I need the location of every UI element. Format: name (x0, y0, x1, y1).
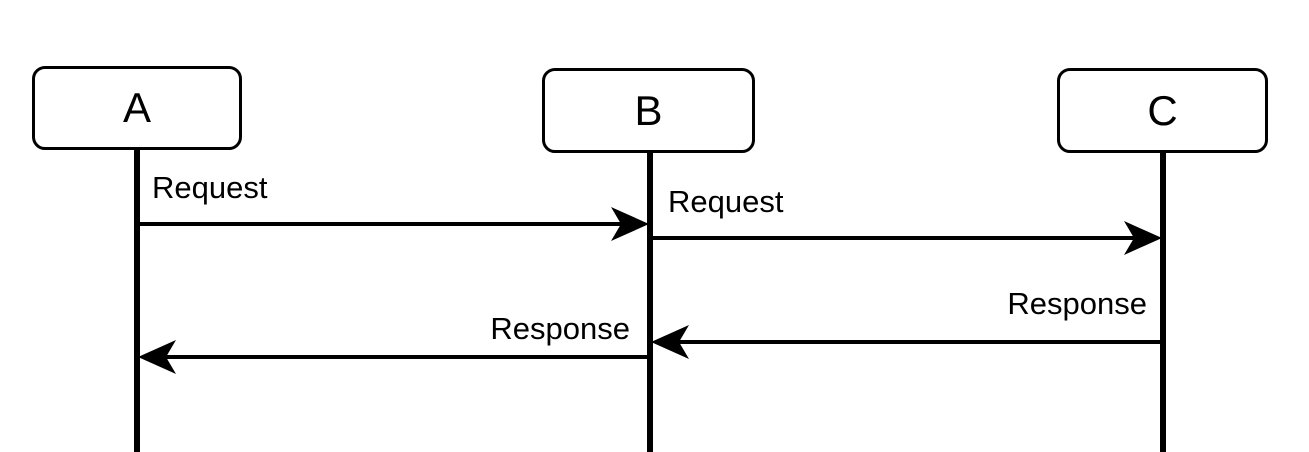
message-label-response-c-b: Response (1007, 286, 1147, 321)
lifeline-actor-b (647, 152, 653, 452)
arrowhead-right-request-a-b (611, 207, 649, 241)
arrowhead-left-response-c-b (651, 325, 689, 359)
actor-box-c: C (1057, 68, 1268, 153)
message-label-response-b-a: Response (490, 311, 630, 346)
actor-label-b: B (634, 86, 663, 134)
lifeline-actor-c (1160, 152, 1166, 452)
arrowhead-right-request-b-c (1124, 221, 1162, 255)
arrowhead-left-response-b-a (138, 340, 176, 374)
actor-label-c: C (1147, 86, 1178, 134)
actor-label-a: A (122, 84, 151, 131)
actor-box-a: A (32, 66, 242, 150)
message-label-request-a-b: Request (152, 170, 268, 205)
lifeline-actor-a (134, 149, 140, 452)
actor-box-b: B (542, 68, 755, 153)
message-label-request-b-c: Request (668, 184, 784, 219)
